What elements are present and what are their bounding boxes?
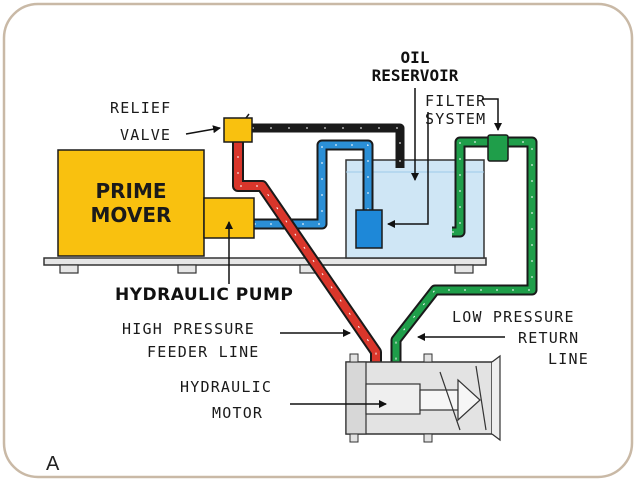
oil-reservoir-label-line1: OIL <box>401 48 430 67</box>
relief-return-line <box>252 123 405 168</box>
hydraulic-motor-assembly <box>345 353 501 443</box>
high-pressure-label-line1: HIGH PRESSURE <box>122 320 255 338</box>
prime-mover <box>57 149 205 257</box>
relief-valve-leader <box>185 125 221 135</box>
low-pressure-label-line3: LINE <box>548 350 589 368</box>
prime-mover-label-line1: PRIME <box>95 179 166 203</box>
filter-system-leader <box>482 98 502 131</box>
high-pressure-label-line2: FEEDER LINE <box>147 343 260 361</box>
panel-letter: A <box>46 453 60 475</box>
low-pressure-label-line1: LOW PRESSURE <box>452 308 575 326</box>
hydraulic-motor-label-line2: MOTOR <box>212 404 263 422</box>
low-pressure-return-line <box>390 136 538 382</box>
filter-canister <box>487 134 509 162</box>
base-frame <box>43 257 487 274</box>
suction-strainer <box>355 209 383 249</box>
prime-mover-label-line2: MOVER <box>91 203 172 227</box>
reservoir-feed-line <box>254 139 374 230</box>
relief-valve-label-line2: VALVE <box>120 126 171 144</box>
filter-system-label-line1: FILTER <box>425 92 486 110</box>
hydraulic-motor-label-line1: HYDRAULIC <box>180 378 272 396</box>
filter-system-label-line2: SYSTEM <box>425 110 486 128</box>
relief-valve <box>223 113 253 143</box>
oil-reservoir-label-line2: RESERVOIR <box>372 66 459 85</box>
relief-valve-label-line1: RELIEF <box>110 99 171 117</box>
reservoir-strainer-leader <box>387 112 429 228</box>
low-pressure-label-line2: RETURN <box>518 329 579 347</box>
hydraulic-pump-label: HYDRAULIC PUMP <box>115 285 293 305</box>
